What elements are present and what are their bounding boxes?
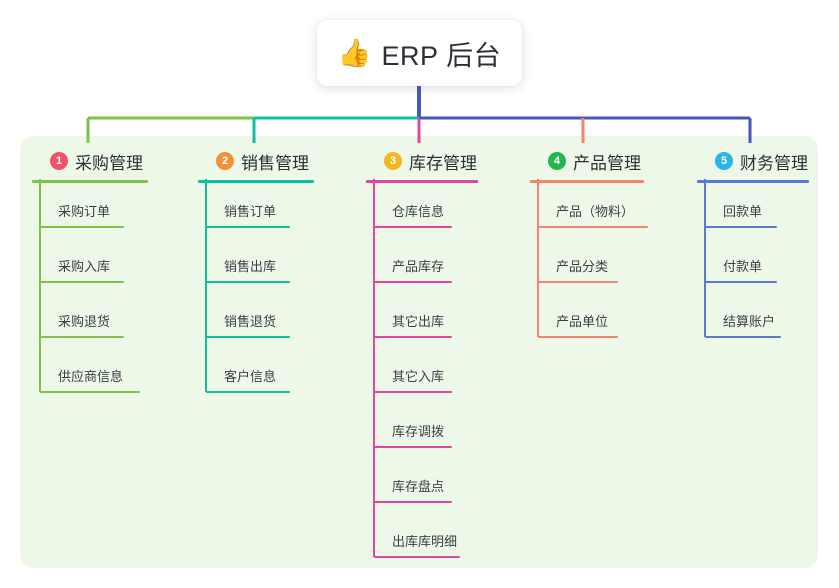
leaf-item[interactable]: 回款单 [697, 203, 777, 228]
root-node-title: ERP 后台 [381, 40, 502, 71]
column-header-5[interactable]: 5 财务管理 [697, 148, 809, 174]
leaf-item-label: 采购订单 [58, 204, 111, 219]
leaf-item[interactable]: 供应商信息 [32, 368, 140, 393]
leaf-item-rule [374, 281, 452, 283]
leaf-item-label: 库存调拨 [392, 424, 445, 439]
column-badge-2: 2 [216, 152, 234, 170]
leaf-item[interactable]: 库存调拨 [366, 423, 452, 448]
leaf-item-rule [538, 226, 648, 228]
leaf-item[interactable]: 库存盘点 [366, 478, 452, 503]
leaf-item[interactable]: 客户信息 [198, 368, 290, 393]
leaf-item-rule [374, 226, 452, 228]
leaf-item-rule [206, 281, 290, 283]
leaf-item-rule [705, 336, 781, 338]
column-title-5: 财务管理 [740, 153, 808, 173]
leaf-item-label: 回款单 [723, 204, 763, 219]
leaf-item[interactable]: 结算账户 [697, 313, 781, 338]
leaf-item-rule [206, 226, 290, 228]
leaf-item-label: 销售出库 [224, 259, 277, 274]
column-header-rule-3 [366, 180, 478, 183]
column-title-1: 采购管理 [75, 153, 143, 173]
leaf-item[interactable]: 产品分类 [530, 258, 618, 283]
leaf-item-rule [374, 556, 460, 558]
leaf-item-rule [374, 501, 452, 503]
leaf-item-label: 客户信息 [224, 369, 277, 384]
leaf-item[interactable]: 仓库信息 [366, 203, 452, 228]
column-header-1[interactable]: 1 采购管理 [32, 148, 148, 174]
leaf-item-rule [538, 336, 618, 338]
column-header-rule-2 [198, 180, 314, 183]
leaf-item[interactable]: 采购退货 [32, 313, 124, 338]
column-badge-3: 3 [384, 152, 402, 170]
root-node-erp-backend[interactable]: 👍 ERP 后台 [317, 20, 522, 86]
leaf-item-label: 销售退货 [224, 314, 277, 329]
leaf-item-rule [40, 391, 140, 393]
leaf-item-rule [206, 391, 290, 393]
leaf-item-label: 产品单位 [556, 314, 609, 329]
leaf-item[interactable]: 采购入库 [32, 258, 124, 283]
leaf-item[interactable]: 付款单 [697, 258, 777, 283]
leaf-item-label: 销售订单 [224, 204, 277, 219]
column-header-rule-5 [697, 180, 809, 183]
column-badge-1: 1 [50, 152, 68, 170]
column-4: 4 产品管理产品（物料） 产品分类产品单位 [530, 148, 648, 338]
leaf-item[interactable]: 销售出库 [198, 258, 290, 283]
leaf-item-rule [374, 336, 452, 338]
leaf-item-label: 其它入库 [392, 369, 445, 384]
column-badge-4: 4 [548, 152, 566, 170]
leaf-item-rule [374, 446, 452, 448]
column-1: 1 采购管理采购订单采购入库采购退货供应商信息 [32, 148, 148, 393]
leaf-item-label: 其它出库 [392, 314, 445, 329]
leaf-item-label: 产品分类 [556, 259, 609, 274]
column-header-3[interactable]: 3 库存管理 [366, 148, 478, 174]
leaf-item[interactable]: 产品（物料） [530, 203, 648, 228]
column-title-3: 库存管理 [409, 153, 477, 173]
column-title-2: 销售管理 [241, 153, 309, 173]
leaf-item-label: 结算账户 [723, 314, 776, 329]
leaf-item-label: 采购退货 [58, 314, 111, 329]
thumbs-up-icon: 👍 [337, 37, 372, 68]
leaf-item[interactable]: 产品库存 [366, 258, 452, 283]
column-header-rule-4 [530, 180, 644, 183]
leaf-item-rule [206, 336, 290, 338]
leaf-item[interactable]: 销售退货 [198, 313, 290, 338]
leaf-item-rule [40, 281, 124, 283]
column-title-4: 产品管理 [573, 153, 641, 173]
leaf-item[interactable]: 销售订单 [198, 203, 290, 228]
column-header-2[interactable]: 2 销售管理 [198, 148, 314, 174]
leaf-item-rule [705, 281, 777, 283]
column-2: 2 销售管理销售订单销售出库销售退货客户信息 [198, 148, 314, 393]
leaf-item-rule [374, 391, 452, 393]
leaf-item-rule [40, 226, 124, 228]
leaf-item-rule [705, 226, 777, 228]
diagram-panel [20, 136, 818, 568]
leaf-item-label: 产品库存 [392, 259, 445, 274]
column-5: 5 财务管理回款单付款单结算账户 [697, 148, 809, 338]
column-header-4[interactable]: 4 产品管理 [530, 148, 644, 174]
leaf-item-label: 仓库信息 [392, 204, 445, 219]
leaf-item[interactable]: 产品单位 [530, 313, 618, 338]
leaf-item-label: 付款单 [723, 259, 763, 274]
leaf-item-label: 产品（物料） [556, 204, 635, 219]
leaf-item-rule [40, 336, 124, 338]
leaf-item[interactable]: 其它出库 [366, 313, 452, 338]
column-header-rule-1 [32, 180, 148, 183]
leaf-item-label: 供应商信息 [58, 369, 124, 384]
leaf-item-label: 库存盘点 [392, 479, 445, 494]
leaf-item-label: 出库库明细 [392, 534, 458, 549]
leaf-item-label: 采购入库 [58, 259, 111, 274]
leaf-item[interactable]: 采购订单 [32, 203, 124, 228]
column-3: 3 库存管理仓库信息产品库存其它出库其它入库库存调拨库存盘点出库库明细 [366, 148, 478, 558]
column-badge-5: 5 [715, 152, 733, 170]
leaf-item-rule [538, 281, 618, 283]
leaf-item[interactable]: 出库库明细 [366, 533, 460, 558]
leaf-item[interactable]: 其它入库 [366, 368, 452, 393]
